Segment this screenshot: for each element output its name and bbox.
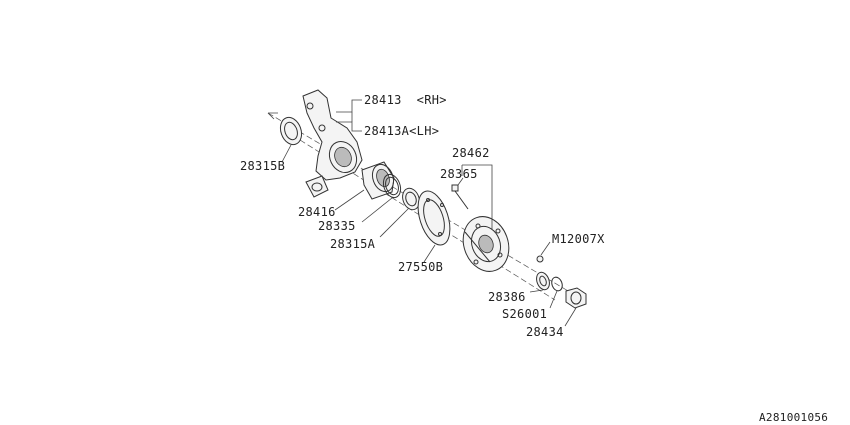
steering-knuckle[interactable]: [302, 89, 363, 198]
axle-nut[interactable]: [565, 287, 587, 309]
label-snap-ring: 28335: [318, 219, 356, 233]
label-knuckle-lh: 28413A<LH>: [364, 124, 439, 138]
label-cotter-pin: S26001: [502, 307, 547, 321]
label-seal-outer: 28315B: [240, 159, 285, 173]
wheel-bearing[interactable]: [361, 161, 397, 200]
figure-id: A281001056: [759, 411, 828, 424]
label-axle-nut: 28434: [526, 325, 564, 339]
leader-lines: [281, 99, 577, 327]
washer[interactable]: [534, 270, 551, 291]
label-bearing: 28416: [298, 205, 336, 219]
snap-ring[interactable]: [380, 172, 403, 200]
cotter-pin[interactable]: [550, 276, 564, 293]
label-bolt-m12: M12007X: [552, 232, 605, 246]
label-knuckle-rh: 28413 <RH>: [364, 93, 447, 107]
label-back-plate: 27550B: [398, 260, 443, 274]
back-plate[interactable]: [412, 187, 456, 249]
seal-outer[interactable]: [277, 114, 305, 147]
label-hub-bolt: 28365: [440, 167, 478, 181]
label-washer: 28386: [488, 290, 526, 304]
direction-arrow: [267, 112, 278, 120]
label-seal-inner: 28315A: [330, 237, 376, 251]
hub-bolt[interactable]: [451, 184, 469, 210]
seal-inner[interactable]: [400, 186, 423, 212]
wheel-hub[interactable]: [456, 210, 516, 278]
label-hub-assy: 28462: [452, 146, 490, 160]
bolt-m12[interactable]: [536, 255, 544, 263]
